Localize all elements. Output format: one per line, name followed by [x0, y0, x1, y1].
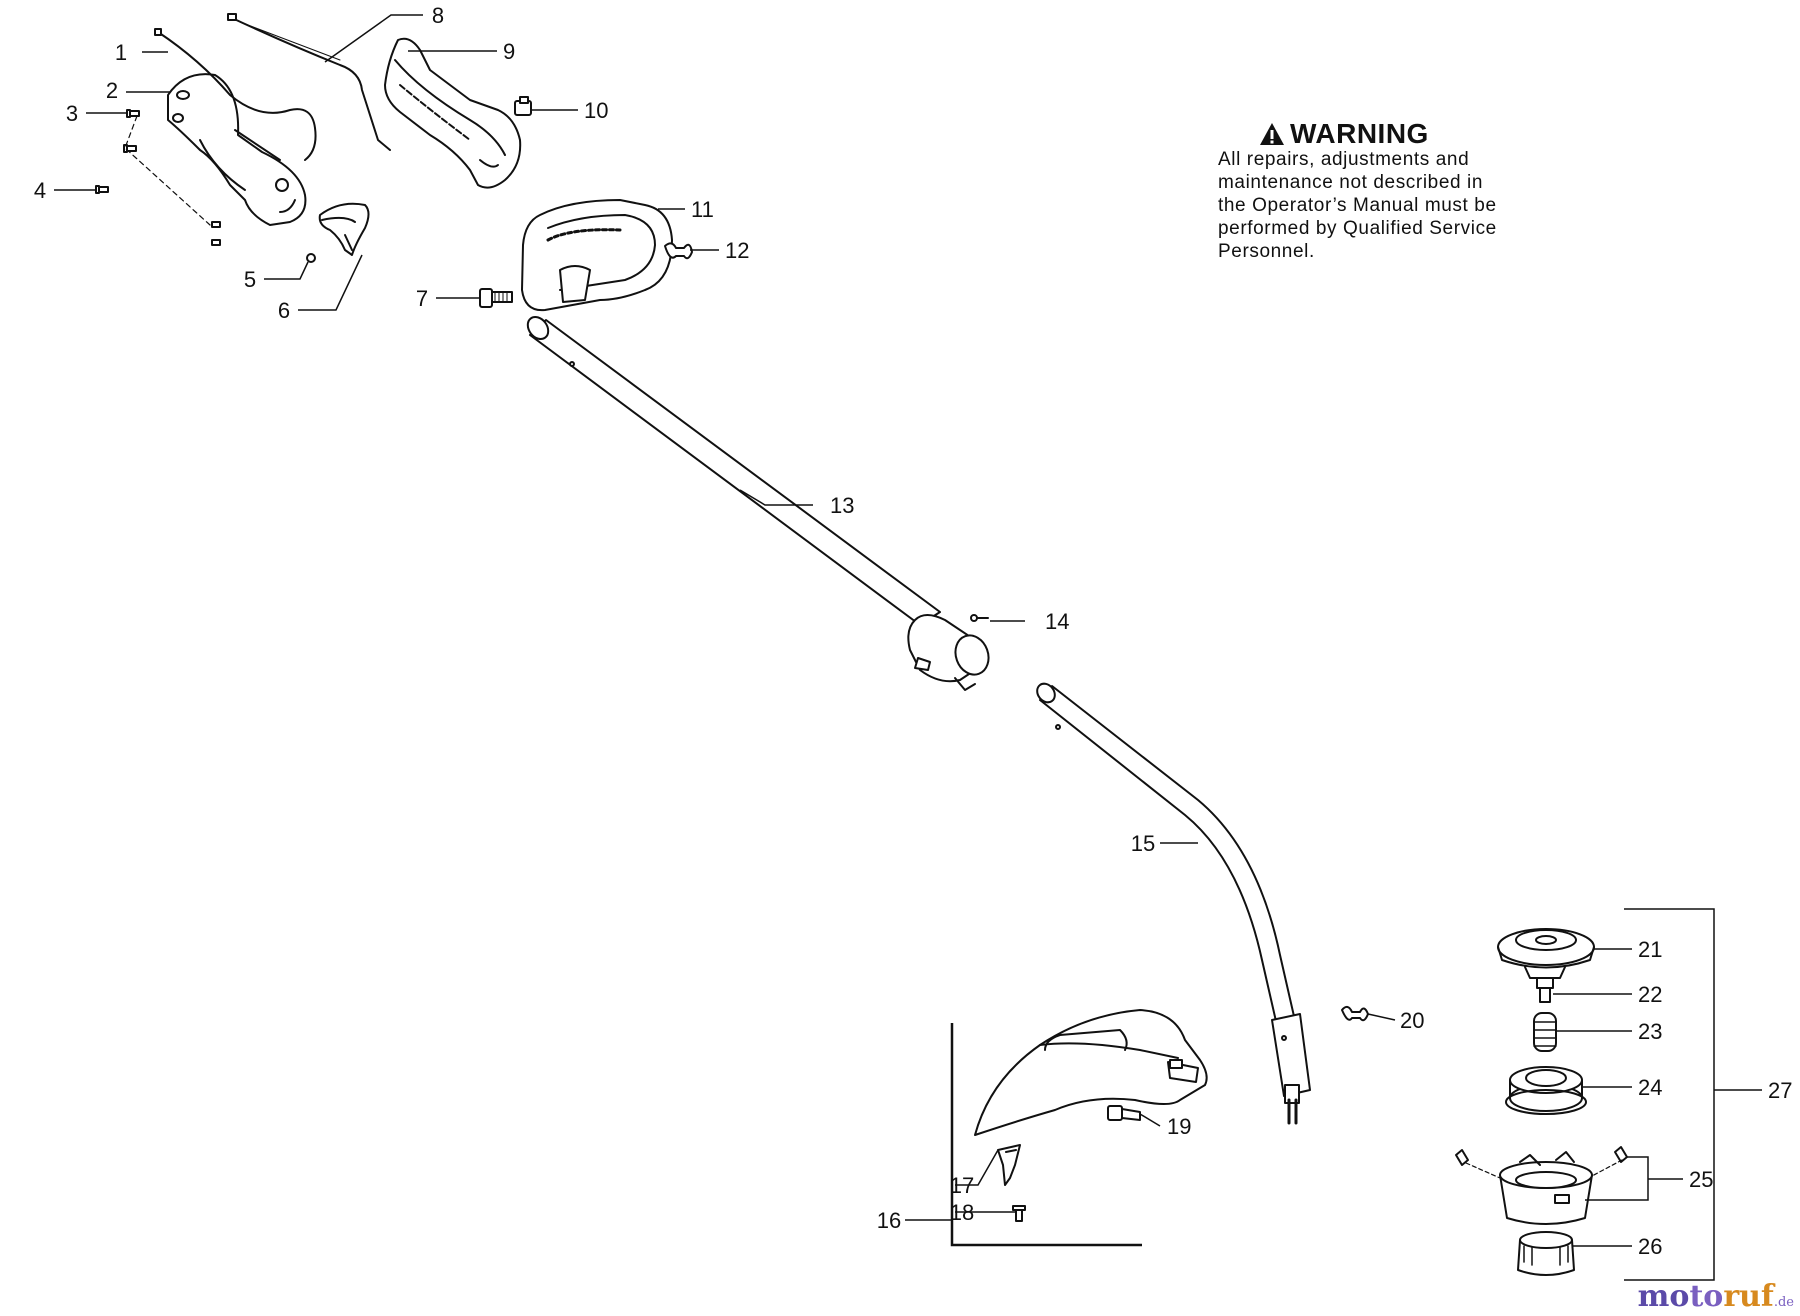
- warning-line: Personnel.: [1218, 241, 1315, 262]
- part-15-lower-shaft: [1036, 682, 1311, 1125]
- callout-25: 25: [1689, 1167, 1713, 1192]
- part-23-spring: [1533, 1012, 1557, 1052]
- callout-24: 24: [1638, 1075, 1662, 1100]
- warning-notice: WARNING All repairs, adjustments and mai…: [1218, 118, 1538, 263]
- warning-line: All repairs, adjustments and: [1218, 149, 1470, 170]
- part-1-ignition-wire: [154, 28, 317, 161]
- callout-16: 16: [877, 1208, 901, 1233]
- warning-text: All repairs, adjustments and maintenance…: [1218, 148, 1538, 263]
- part-screws-lower: [211, 221, 221, 246]
- callout-6: 6: [278, 298, 290, 323]
- callout-5: 5: [244, 267, 256, 292]
- callout-3: 3: [66, 101, 78, 126]
- callout-2: 2: [106, 78, 118, 103]
- part-6-throttle-trigger: [318, 202, 370, 256]
- brand-part-3: ruf: [1723, 1279, 1774, 1314]
- warning-line: the Operator’s Manual must be: [1218, 195, 1497, 216]
- callout-7: 7: [416, 286, 428, 311]
- part-20-wing-nut: [1341, 1006, 1369, 1022]
- part-11-assist-handle: [521, 199, 673, 312]
- callout-19: 19: [1167, 1114, 1191, 1139]
- part-22-bolt: [1536, 977, 1554, 1003]
- brand-suffix: .de: [1773, 1295, 1794, 1310]
- callout-4: 4: [34, 178, 46, 203]
- callout-12: 12: [725, 238, 749, 263]
- part-16-guard: [974, 1009, 1208, 1136]
- callout-23: 23: [1638, 1019, 1662, 1044]
- part-5-spring: [306, 253, 316, 263]
- part-9-handle-housing: [384, 37, 522, 189]
- callout-11: 11: [691, 197, 714, 222]
- brand-watermark: motoruf.de: [1638, 1279, 1794, 1314]
- callout-8: 8: [432, 3, 444, 28]
- callout-27: 27: [1768, 1078, 1792, 1103]
- part-2-throttle-housing: [167, 73, 307, 226]
- part-17-clip: [997, 1144, 1021, 1186]
- part-18-screw: [1012, 1205, 1026, 1222]
- part-24-spool: [1505, 1066, 1587, 1115]
- warning-line: performed by Qualified Service: [1218, 218, 1497, 239]
- warning-line: maintenance not described in: [1218, 172, 1484, 193]
- callout-21: 21: [1638, 937, 1662, 962]
- part-12-wing-nut: [664, 242, 693, 260]
- part-25-head-body: [1455, 1146, 1628, 1225]
- part-21-top-cap: [1497, 928, 1595, 979]
- callout-14: 14: [1045, 609, 1069, 634]
- callout-17: 17: [950, 1173, 974, 1198]
- callout-10: 10: [584, 98, 608, 123]
- part-8-throttle-cable: [227, 13, 391, 151]
- assembly-line: [124, 115, 211, 226]
- part-3-screws: [123, 109, 140, 153]
- leader-lines: [54, 14, 1762, 1281]
- brand-part-1: mo: [1637, 1279, 1690, 1314]
- brand-part-2: to: [1689, 1279, 1724, 1314]
- part-26-bump-knob: [1517, 1231, 1575, 1276]
- callout-13: 13: [830, 493, 854, 518]
- part-7-bolt: [479, 288, 513, 308]
- warning-title: WARNING: [1290, 118, 1429, 149]
- assembly-line: [1465, 1159, 1623, 1179]
- part-4-screw: [95, 185, 109, 194]
- warning-title-row: WARNING: [1258, 118, 1538, 150]
- part-13-upper-shaft: [526, 315, 990, 691]
- part-14-pin: [970, 614, 989, 622]
- callout-1: 1: [115, 40, 127, 65]
- callout-9: 9: [503, 39, 515, 64]
- part-10-switch: [514, 96, 532, 116]
- part-19-bolt: [1107, 1105, 1141, 1121]
- warning-triangle-icon: [1260, 123, 1284, 145]
- callout-15: 15: [1131, 831, 1155, 856]
- callout-22: 22: [1638, 982, 1662, 1007]
- callout-20: 20: [1400, 1008, 1424, 1033]
- callout-26: 26: [1638, 1234, 1662, 1259]
- callout-18: 18: [950, 1200, 974, 1225]
